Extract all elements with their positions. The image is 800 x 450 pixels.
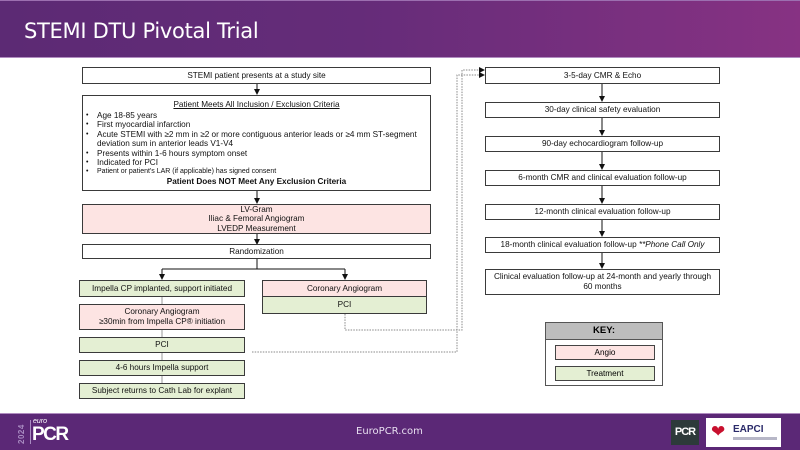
pcr-logo: PCR (671, 420, 699, 445)
followup-text: 3-5-day CMR & Echo (563, 70, 642, 80)
impella-support-text: 4-6 hours Impella support (115, 363, 209, 372)
followup-text: 18-month clinical evaluation follow-up (500, 240, 639, 249)
followup-box: 18-month clinical evaluation follow-up *… (485, 237, 720, 253)
control-angio-box: Coronary Angiogram (262, 280, 427, 297)
control-pci-text: PCI (337, 300, 352, 309)
randomization-box: Randomization (82, 244, 431, 259)
criteria-item: Patient or patient's LAR (if applicable)… (86, 167, 430, 177)
criteria-list: Age 18-85 years First myocardial infarct… (83, 111, 430, 177)
followup-box: 90-day echocardiogram follow-up (485, 136, 720, 152)
followup-text: 30-day clinical safety evaluation (544, 105, 661, 114)
criteria-title: Patient Meets All Inclusion / Exclusion … (173, 100, 340, 109)
followup-text: 6-month CMR and clinical evaluation foll… (518, 173, 687, 182)
logo-divider (30, 420, 31, 444)
criteria-item: Presents within 1-6 hours symptom onset (86, 149, 430, 159)
randomization-text: Randomization (229, 246, 284, 256)
criteria-item: Age 18-85 years (86, 111, 430, 121)
followup-text2: 60 months (583, 282, 622, 291)
lvgram-line: Iliac & Femoral Angiogram (208, 214, 305, 224)
logo-year: 2024 (17, 424, 26, 444)
impella-support-box: 4-6 hours Impella support (79, 360, 245, 376)
explant-box: Subject returns to Cath Lab for explant (79, 383, 245, 399)
footer-url[interactable]: EuroPCR.com (356, 426, 423, 437)
impella-angio-text2: ≥30min from Impella CP® initiation (98, 317, 226, 326)
impella-implant-box: Impella CP implanted, support initiated (79, 280, 245, 297)
followup-box: Clinical evaluation follow-up at 24-mont… (485, 269, 720, 295)
presents-text: STEMI patient presents at a study site (187, 70, 326, 80)
legend-title: KEY: (546, 323, 662, 340)
heart-icon: ❤ (711, 422, 726, 441)
followup-box: 30-day clinical safety evaluation (485, 102, 720, 118)
criteria-item: Acute STEMI with ≥2 mm in ≥2 or more con… (86, 130, 430, 149)
eapci-logo: ❤ EAPCI (706, 418, 781, 447)
slide-header: STEMI DTU Pivotal Trial (0, 0, 800, 58)
impella-implant-text: Impella CP implanted, support initiated (91, 283, 233, 293)
europcr-logo: PCR (32, 424, 69, 445)
slide-footer: 2024 euro PCR EuroPCR.com PCR ❤ EAPCI (0, 413, 800, 450)
criteria-box: Patient Meets All Inclusion / Exclusion … (82, 95, 431, 191)
followup-box: 3-5-day CMR & Echo (485, 67, 720, 84)
control-angio-text: Coronary Angiogram (306, 283, 383, 293)
impella-pci-text: PCI (155, 340, 169, 349)
presents-box: STEMI patient presents at a study site (82, 67, 431, 84)
eapci-subtitle (733, 437, 777, 440)
explant-text: Subject returns to Cath Lab for explant (91, 386, 233, 395)
criteria-item: First myocardial infarction (86, 120, 430, 130)
lvgram-line: LVEDP Measurement (217, 223, 296, 233)
lvgram-line: LV-Gram (240, 204, 273, 214)
eapci-text: EAPCI (733, 424, 764, 435)
control-pci-box: PCI (262, 296, 427, 314)
legend-key: KEY: Angio Treatment (545, 322, 663, 386)
followup-box: 12-month clinical evaluation follow-up (485, 204, 720, 220)
legend-item-treatment: Treatment (555, 366, 655, 381)
lvgram-box: LV-Gram Iliac & Femoral Angiogram LVEDP … (82, 204, 431, 234)
followup-text: 12-month clinical evaluation follow-up (534, 207, 671, 216)
followup-box: 6-month CMR and clinical evaluation foll… (485, 170, 720, 186)
logo-euro: euro (33, 418, 48, 425)
slide-title: STEMI DTU Pivotal Trial (24, 19, 259, 43)
criteria-item: Indicated for PCI (86, 158, 430, 168)
legend-item-angio: Angio (555, 345, 655, 360)
followup-text: 90-day echocardiogram follow-up (541, 139, 664, 148)
followup-text: Clinical evaluation follow-up at 24-mont… (493, 272, 712, 281)
impella-pci-box: PCI (79, 337, 245, 353)
followup-note: **Phone Call Only (638, 240, 705, 249)
criteria-footer: Patient Does NOT Meet Any Exclusion Crit… (166, 176, 347, 186)
impella-angio-box: Coronary Angiogram ≥30min from Impella C… (79, 304, 245, 330)
impella-angio-text: Coronary Angiogram (124, 307, 200, 316)
